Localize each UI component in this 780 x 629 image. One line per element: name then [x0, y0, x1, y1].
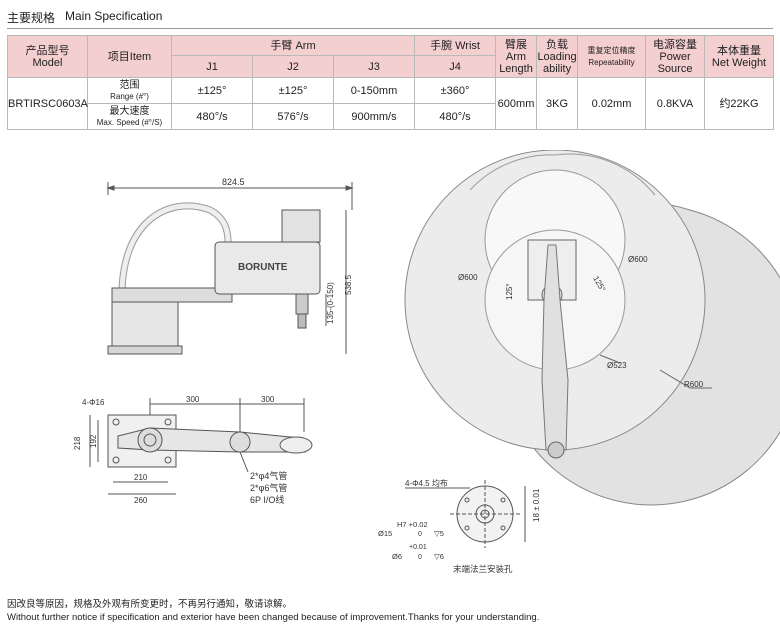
flange-d6-tol-low: 0: [418, 554, 422, 561]
footer-note: 因改良等原因，规格及外观有所变更时，不再另行通知，敬请谅解。 Without f…: [7, 598, 539, 624]
flange-d6: Ø6: [392, 552, 402, 561]
spec-header: 主要规格 Main Specification: [7, 8, 773, 29]
side-height-total: 538.5: [344, 274, 353, 295]
j4-header: J4: [414, 55, 497, 78]
ws-angle-125a: 125°: [505, 283, 514, 300]
technical-drawing: 824.5 BORUNTE 135-(0-150) 538.5 4-Φ16 30…: [73, 150, 780, 574]
ws-dia-600a: Ø600: [458, 273, 478, 282]
speed-j2: 576°/s: [252, 103, 334, 130]
flange-holes: 4-Φ4.5 均布: [405, 478, 448, 488]
j3-header: J3: [332, 55, 416, 78]
flange-h7-low: 0: [418, 531, 422, 538]
wrist-group-header: 手腕 Wrist: [414, 35, 497, 56]
top-hole-dim: 4-Φ16: [82, 398, 105, 407]
ws-dia-600b: Ø600: [628, 255, 648, 264]
speed-j1: 480°/s: [171, 103, 253, 130]
side-width-dim: 824.5: [222, 177, 245, 187]
model-value: BRTIRSC0603A: [7, 77, 88, 130]
arm-group-header: 手臂 Arm: [170, 35, 416, 56]
flange-d15: Ø15: [378, 529, 392, 538]
flange-t5: ▽5: [434, 529, 444, 538]
speed-j4: 480°/s: [414, 103, 497, 130]
range-j3: 0-150mm: [332, 77, 416, 104]
tube-6: 2*φ6气管: [250, 482, 287, 493]
repeatability-value: 0.02mm: [577, 77, 647, 130]
flange-t6: ▽6: [434, 552, 444, 561]
flange-h7: H7 +0.02: [397, 520, 428, 529]
footer-en: Without further notice if specification …: [7, 612, 540, 623]
brand-logo: BORUNTE: [238, 262, 288, 273]
footer-zh: 因改良等原因，规格及外观有所变更时，不再另行通知，敬请谅解。: [7, 599, 293, 610]
range-j4: ±360°: [414, 77, 497, 104]
weight-value: 约22KG: [704, 77, 775, 130]
flange-detail: 4-Φ4.5 均布 18 ± 0.01 H7 +0.02 0 Ø15 ▽5 +0…: [378, 478, 541, 574]
top-dim-300b: 300: [261, 395, 275, 404]
item-header: 项目Item: [87, 35, 172, 78]
io-cable: 6P I/O线: [250, 494, 284, 505]
range-j2: ±125°: [252, 77, 334, 104]
range-j1: ±125°: [171, 77, 253, 104]
top-view: 4-Φ16 300 300 218 192 210 260 2*φ4气管 2*φ…: [73, 395, 313, 505]
j1-header: J1: [171, 55, 253, 78]
tube-4: 2*φ4气管: [250, 470, 287, 481]
workspace-view: Ø523 Ø600 Ø600 R600 125° 125°: [404, 150, 780, 506]
top-dim-192: 192: [89, 434, 98, 448]
arm-length-value: 600mm: [495, 77, 538, 130]
top-dim-260: 260: [134, 496, 148, 505]
ws-radius-600: R600: [684, 380, 704, 389]
side-view: 824.5 BORUNTE 135-(0-150) 538.5: [106, 177, 354, 355]
power-value: 0.8KVA: [645, 77, 706, 130]
spec-title-zh: 主要规格: [7, 11, 56, 25]
flange-dim-18: 18 ± 0.01: [532, 488, 541, 522]
load-value: 3KG: [536, 77, 579, 130]
top-dim-218: 218: [73, 436, 82, 450]
top-dim-300a: 300: [186, 395, 200, 404]
flange-title: 末端法兰安装孔: [453, 564, 513, 574]
speed-j3: 900mm/s: [332, 103, 416, 130]
spec-title-en: Main Specification: [65, 9, 163, 23]
ws-dia-523: Ø523: [607, 361, 627, 370]
side-height-stroke: 135-(0-150): [326, 282, 335, 324]
top-dim-210: 210: [134, 473, 148, 482]
j2-header: J2: [252, 55, 334, 78]
flange-d6-tol: +0.01: [409, 544, 427, 551]
